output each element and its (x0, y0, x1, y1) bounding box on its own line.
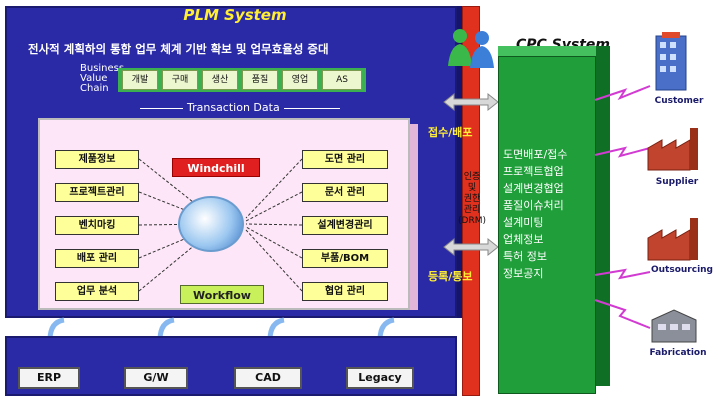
module-collaboration-management: 협업 관리 (302, 282, 388, 301)
partner-links (594, 85, 651, 329)
value-chain-step: 생산 (202, 70, 238, 90)
double-arrow-icon (443, 92, 499, 112)
connector-line (245, 158, 303, 219)
users-icon (448, 29, 494, 68)
drm-line: 권한 (463, 194, 481, 204)
bvc-line-2: Value (80, 73, 108, 84)
module-document-management: 문서 관리 (302, 183, 388, 202)
plm-title: PLM System (183, 6, 287, 24)
cpc-item: 품질이슈처리 (503, 199, 564, 212)
factory-icon (647, 128, 698, 171)
system-cad: CAD (234, 367, 302, 389)
module-distribution-management: 배포 관리 (55, 249, 139, 268)
module-drawing-management: 도면 관리 (302, 150, 388, 169)
partner-supplier: Supplier (655, 177, 699, 187)
drm-label: 인증 및 권한 관리 (DRM) (457, 172, 487, 227)
business-value-chain-label: Business Value Chain (80, 64, 124, 94)
module-product-info: 제품정보 (55, 150, 139, 169)
bvc-line-3: Chain (80, 83, 109, 94)
connector-line (138, 158, 214, 219)
bvc-line-1: Business (80, 63, 125, 74)
lightning-icon (594, 85, 651, 101)
network-globe-icon (178, 196, 244, 252)
workflow-label: Workflow (180, 285, 264, 304)
cpc-item: 프로젝트협업 (503, 165, 564, 178)
drm-line: 관리 (463, 205, 481, 215)
cpc-item: 특허 정보 (503, 250, 547, 263)
cpc-item: 도면배포/접수 (503, 148, 568, 161)
connector-line (245, 223, 303, 226)
plm-subtitle: 전사적 계획하의 통합 업무 체계 기반 확보 및 업무효율성 증대 (28, 42, 329, 56)
partner-customer: Customer (654, 96, 704, 106)
drm-line: 및 (467, 183, 477, 193)
value-chain-step: 영업 (282, 70, 318, 90)
system-legacy: Legacy (346, 367, 414, 389)
windchill-label: Windchill (172, 158, 260, 177)
system-gw: G/W (124, 367, 188, 389)
lightning-icon (594, 268, 651, 280)
drm-line: (DRM) (458, 216, 486, 226)
plm-module-panel-side (410, 124, 418, 310)
partner-outsourcing: Outsourcing (650, 265, 713, 275)
drm-line: 인증 (463, 172, 481, 182)
receive-distribute-label: 접수/배포 (428, 126, 473, 139)
flow-arrows (443, 92, 499, 257)
factory-icon (647, 218, 698, 261)
connector-line (245, 229, 303, 292)
value-chain-step: 구매 (162, 70, 198, 90)
module-benchmarking: 벤치마킹 (55, 216, 139, 235)
value-chain-step: 품질 (242, 70, 278, 90)
value-chain-step: AS (322, 70, 362, 90)
factory-building-icon (651, 309, 697, 343)
module-work-analysis: 업무 분석 (55, 282, 139, 301)
cpc-system-box (498, 56, 596, 394)
connector-line (245, 191, 303, 222)
cpc-box-top (498, 46, 610, 56)
cpc-item: 정보공지 (503, 267, 544, 280)
lightning-icon (594, 299, 651, 329)
cpc-item: 설계미팅 (503, 216, 544, 229)
building-icon (655, 32, 687, 91)
cpc-item: 업체정보 (503, 233, 544, 246)
register-notify-label: 등록/통보 (428, 270, 473, 283)
module-design-change-management: 설계변경관리 (302, 216, 388, 235)
system-erp: ERP (18, 367, 80, 389)
lightning-icon (594, 146, 651, 158)
cpc-item: 설계변경협업 (503, 182, 564, 195)
value-chain-step: 개발 (122, 70, 158, 90)
module-project-management: 프로젝트관리 (55, 183, 139, 202)
module-parts-bom: 부품/BOM (302, 249, 388, 268)
transaction-data-label: Transaction Data (183, 101, 284, 114)
partner-fabrication: Fabrication (649, 348, 707, 358)
connector-line (138, 229, 214, 292)
connector-line (245, 226, 303, 259)
double-arrow-icon (443, 237, 499, 257)
